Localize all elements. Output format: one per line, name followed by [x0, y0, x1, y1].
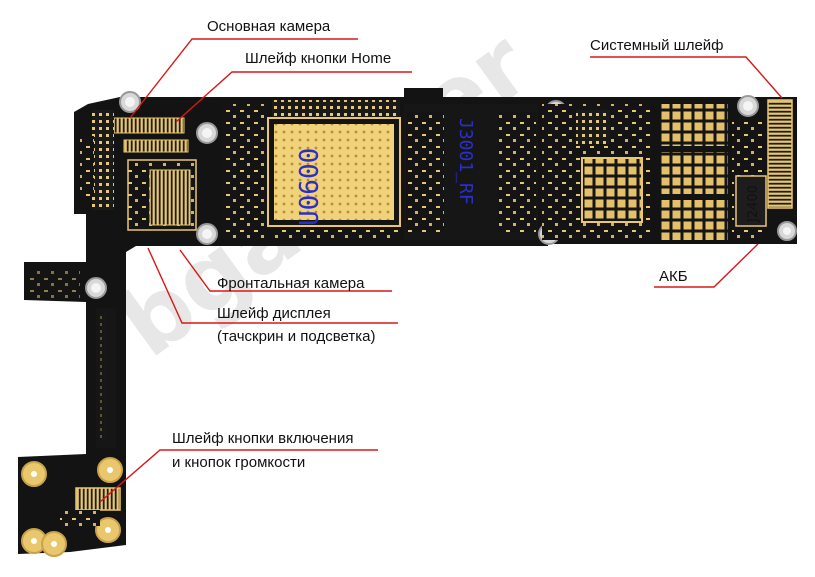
system-flex-connector [767, 99, 793, 209]
main-camera-connector [111, 117, 185, 134]
mount-hole [783, 227, 791, 235]
arm-pads [100, 312, 106, 442]
label-display-flex-line2: (тачскрин и подсветка) [217, 328, 375, 345]
leader-display [147, 247, 398, 324]
battery-connector-label: J2400 [746, 185, 761, 223]
rf-label: J3001_RF [455, 118, 476, 205]
mount-hole [202, 229, 212, 239]
left-column-components [92, 110, 114, 210]
label-main-camera: Основная камера [207, 18, 331, 35]
left-small-components [80, 136, 94, 196]
gold-pad [105, 527, 111, 533]
chip-grid-2 [660, 152, 728, 194]
leader-battery [654, 243, 759, 288]
cpu-bga-pads [274, 124, 394, 220]
gold-pad [31, 471, 37, 477]
label-power-volume-line2: и кнопок громкости [172, 454, 305, 471]
chip-square [581, 157, 643, 223]
label-power-volume-line1: Шлейф кнопки включения [172, 430, 353, 447]
label-system-flex: Системный шлейф [590, 37, 724, 54]
label-display-flex-line1: Шлейф дисплея [217, 305, 331, 322]
chip-small [576, 110, 610, 144]
leader-front-camera [179, 249, 392, 292]
vertical-arm [30, 270, 116, 448]
callout-lines [99, 38, 783, 503]
cpu-label: U0600 [295, 148, 325, 226]
cpu-chip: U0600 [267, 117, 401, 227]
arm-left-tab [30, 270, 80, 298]
connector-zone-left [80, 110, 197, 231]
home-button-connector [123, 139, 189, 153]
mount-hole [202, 128, 212, 138]
label-front-camera: Фронтальная камера [217, 275, 365, 292]
leader-home-button [175, 71, 412, 123]
rf-sparse-right [498, 112, 536, 232]
rf-connector: J3001_RF [404, 104, 538, 240]
leader-power-volume [99, 449, 378, 503]
mount-hole [743, 101, 753, 111]
pmu-components [222, 104, 268, 240]
pmu-components-top [272, 100, 400, 122]
chip-grid-1 [660, 104, 728, 146]
mount-hole [91, 283, 101, 293]
mount-hole [125, 97, 135, 107]
gold-pad [107, 467, 113, 473]
system-connector-zone: J2400 [735, 99, 793, 227]
label-battery: АКБ [659, 268, 688, 285]
battery-connector-box [735, 175, 767, 227]
display-connector [149, 169, 191, 226]
chip-grid-3 [660, 200, 728, 240]
label-home-button-flex: Шлейф кнопки Home [245, 50, 391, 67]
gold-pad [31, 538, 37, 544]
leader-main-camera [129, 38, 358, 119]
gold-pad [51, 541, 57, 547]
leader-system-flex [590, 56, 783, 99]
rf-sparse-left [406, 112, 444, 232]
callout-labels: Основная камера Шлейф кнопки Home Систем… [172, 18, 724, 471]
power-volume-components [60, 510, 100, 526]
